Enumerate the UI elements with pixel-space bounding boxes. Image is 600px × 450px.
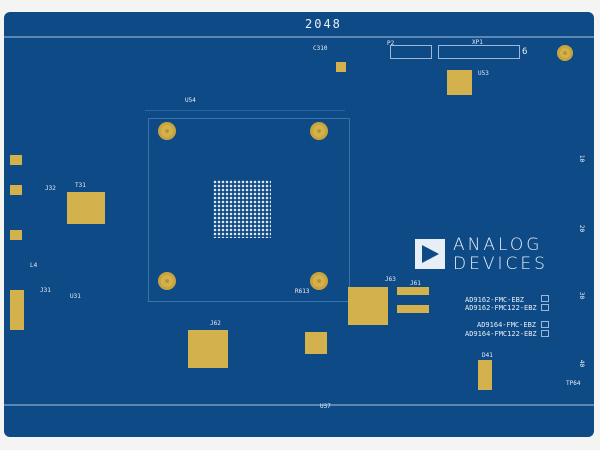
label-t31: T31: [75, 182, 86, 189]
header-xp1: [438, 45, 520, 59]
connector-j62: [188, 330, 228, 368]
label-d41: D41: [482, 352, 493, 359]
ic: [305, 332, 327, 354]
bga-chip: [213, 180, 271, 238]
ic: [336, 62, 346, 72]
variant-label: AD9162-FMC122-EBZ: [465, 304, 537, 312]
connector-j63: [348, 287, 388, 325]
mounting-hole: [557, 45, 573, 61]
pad: [10, 155, 22, 165]
board-serial: 2048: [305, 17, 342, 31]
label-r613: R613: [295, 288, 310, 295]
variant-checkbox: [541, 295, 549, 302]
variant-checkbox: [541, 304, 549, 311]
pad-row: [397, 287, 429, 295]
label-l4: L4: [30, 262, 38, 269]
pad: [478, 360, 492, 390]
pcb-board: [4, 12, 594, 437]
label-u53: U53: [478, 70, 489, 77]
board-edge-rail-top: [4, 36, 594, 38]
ic-u53: [447, 70, 472, 95]
label-j61: J61: [410, 280, 421, 287]
label-j32: J32: [45, 185, 56, 192]
board-edge-rail-bottom: [4, 404, 594, 406]
variant-checkbox: [541, 330, 549, 337]
edge-mark: 20: [578, 224, 586, 233]
fpga-outline: [148, 118, 350, 302]
header-p2: [390, 45, 432, 59]
logo-text-line2: DEVICES: [453, 254, 548, 274]
analog-devices-logo: [415, 239, 445, 269]
label-p2: P2: [387, 40, 395, 47]
pad: [10, 230, 22, 240]
edge-mark: 10: [578, 154, 586, 163]
label-pin6: 6: [522, 47, 528, 57]
logo-text-line1: ANALOG: [453, 235, 543, 255]
label-xp1: XP1: [472, 39, 483, 46]
label-u37: U37: [320, 403, 331, 410]
label-tp64: TP64: [566, 380, 581, 387]
variant-checkbox: [541, 321, 549, 328]
transformer-t31: [67, 192, 105, 224]
edge-mark: 30: [578, 291, 586, 300]
connector-j31: [10, 290, 24, 330]
mounting-hole: [310, 272, 328, 290]
label-j31: J31: [40, 287, 51, 294]
variant-label: AD9162-FMC-EBZ: [465, 296, 525, 304]
label-j62: J62: [210, 320, 221, 327]
pad-row: [397, 305, 429, 313]
mounting-hole: [158, 122, 176, 140]
label-u54: U54: [185, 97, 196, 104]
variant-label: AD9164-FMC-EBZ: [477, 321, 537, 329]
trace: [145, 110, 345, 111]
edge-mark: 40: [578, 359, 586, 368]
pad: [10, 185, 22, 195]
label-u31: U31: [70, 293, 81, 300]
label-j63: J63: [385, 276, 396, 283]
mounting-hole: [310, 122, 328, 140]
variant-label: AD9164-FMC122-EBZ: [465, 330, 537, 338]
mounting-hole: [158, 272, 176, 290]
label-c310: C310: [313, 45, 328, 52]
